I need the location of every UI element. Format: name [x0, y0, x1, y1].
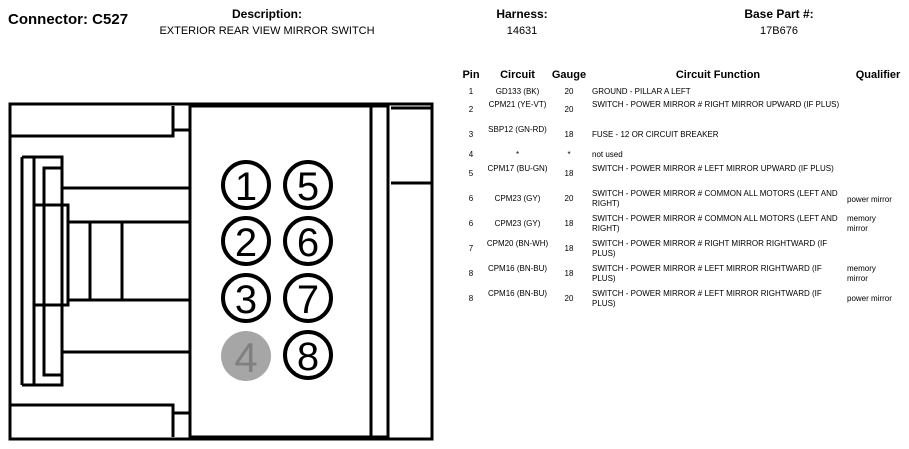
- pin-body: [188, 104, 373, 439]
- left-slot: [42, 166, 64, 377]
- circuit-cell: *: [515, 150, 520, 159]
- connector-label: Connector:: [8, 11, 88, 28]
- description-value: EXTERIOR REAR VIEW MIRROR SWITCH: [159, 25, 375, 37]
- housing-outline: [8, 102, 434, 441]
- pin-7-label: 7: [297, 278, 319, 322]
- column-header-circuit-function: Circuit Function: [675, 69, 761, 81]
- function-cell: SWITCH - POWER MIRROR # RIGHT MIRROR UPW…: [592, 100, 840, 109]
- function-cell: SWITCH - POWER MIRROR # RIGHT MIRROR RIG…: [592, 239, 828, 258]
- column-header-qualifier: Qualifier: [855, 69, 901, 81]
- pin-cell: 4: [468, 150, 474, 159]
- pin-cell: 1: [468, 87, 474, 96]
- qualifier-cell: memory mirror: [847, 214, 876, 233]
- pin-6-label: 6: [297, 221, 319, 265]
- function-cell: not used: [592, 150, 623, 159]
- pin-6: 6: [283, 216, 333, 266]
- pin-cell: 8: [468, 269, 474, 278]
- pin-cell: 8: [468, 294, 474, 303]
- circuit-cell: GD133 (BK): [495, 87, 540, 96]
- circuit-cell: CPM20 (BN-WH): [486, 239, 549, 248]
- gauge-cell: *: [567, 150, 571, 159]
- pin-1: 1: [221, 160, 271, 210]
- function-cell: SWITCH - POWER MIRROR # COMMON ALL MOTOR…: [592, 189, 838, 208]
- circuit-cell: CPM17 (BU-GN): [487, 164, 548, 173]
- gauge-cell: 18: [564, 130, 574, 139]
- pin-8: 8: [283, 330, 333, 380]
- pin-cell: 5: [468, 169, 474, 178]
- left-latch-bottom: [10, 403, 175, 437]
- column-header-circuit: Circuit: [500, 69, 535, 81]
- function-cell: SWITCH - POWER MIRROR # LEFT MIRROR RIGH…: [592, 264, 822, 283]
- pin-3-label: 3: [235, 278, 257, 322]
- column-header-pin: Pin: [462, 69, 480, 81]
- pin-cell: 7: [468, 244, 474, 253]
- connector-id: C527: [92, 11, 129, 28]
- harness-label: Harness:: [496, 7, 548, 21]
- pin-2-label: 2: [235, 221, 257, 265]
- pin-cell: 6: [468, 194, 474, 203]
- pin-4-unused: 4: [221, 331, 271, 381]
- circuit-cell: CPM23 (GY): [494, 219, 541, 228]
- function-cell: GROUND - PILLAR A LEFT: [592, 87, 691, 96]
- function-cell: SWITCH - POWER MIRROR # LEFT MIRROR RIGH…: [592, 289, 822, 308]
- qualifier-cell: memory mirror: [847, 264, 876, 283]
- center-step-top: [171, 106, 190, 132]
- pin-3: 3: [221, 273, 271, 323]
- function-cell: FUSE - 12 OR CIRCUIT BREAKER: [592, 130, 719, 139]
- slide-dividers: [88, 222, 124, 300]
- left-rail-top: [22, 155, 190, 190]
- pin-4-label: 4: [234, 334, 257, 381]
- circuit-cell: CPM21 (YE-VT): [488, 100, 547, 109]
- pin-2: 2: [221, 216, 271, 266]
- circuit-cell: CPM16 (BN-BU): [487, 289, 548, 298]
- gauge-cell: 20: [564, 194, 574, 203]
- pin-positions: 1 5 2 6 3 7 4 8: [221, 160, 333, 381]
- circuit-cell: CPM23 (GY): [494, 194, 541, 203]
- pin-5: 5: [283, 160, 333, 210]
- qualifier-cell: power mirror: [847, 294, 892, 303]
- circuit-cell: SBP12 (GN-RD): [488, 125, 547, 134]
- pin-5-label: 5: [297, 165, 319, 209]
- base-part-value: 17B676: [760, 25, 798, 37]
- function-cell: SWITCH - POWER MIRROR # LEFT MIRROR UPWA…: [592, 164, 834, 173]
- left-latch-top: [10, 106, 175, 138]
- center-slide: [66, 220, 192, 302]
- column-header-gauge: Gauge: [551, 69, 587, 81]
- gauge-cell: 20: [564, 294, 574, 303]
- function-cell: SWITCH - POWER MIRROR # COMMON ALL MOTOR…: [592, 214, 838, 233]
- connector-housing: [8, 102, 434, 441]
- circuit-cell: CPM16 (BN-BU): [487, 264, 548, 273]
- left-rail-bottom: [22, 350, 190, 387]
- pin-8-label: 8: [297, 335, 319, 379]
- description-label: Description:: [231, 7, 302, 21]
- pin-cell: 3: [468, 130, 474, 139]
- pin-7: 7: [283, 273, 333, 323]
- pin-cell: 2: [468, 105, 474, 114]
- gauge-cell: 18: [564, 219, 574, 228]
- gauge-cell: 20: [564, 105, 574, 114]
- gauge-cell: 18: [564, 269, 574, 278]
- right-lock-frame: [371, 104, 390, 439]
- base-part-label: Base Part #:: [744, 7, 814, 21]
- gauge-cell: 20: [564, 87, 574, 96]
- gauge-cell: 18: [564, 169, 574, 178]
- gauge-cell: 18: [564, 244, 574, 253]
- pin-1-label: 1: [235, 165, 257, 209]
- harness-value: 14631: [506, 25, 538, 37]
- qualifier-cell: power mirror: [847, 195, 892, 204]
- center-step-bottom: [171, 411, 190, 437]
- pin-cell: 6: [468, 219, 474, 228]
- connector-title: Connector: C527: [8, 11, 128, 28]
